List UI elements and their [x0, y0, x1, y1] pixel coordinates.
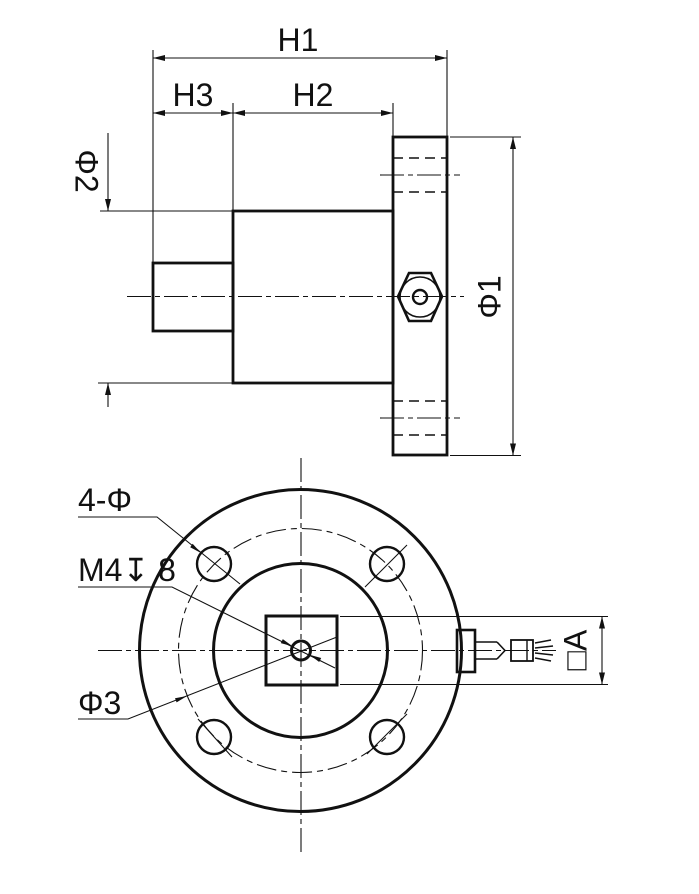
- side-view: H1 H3 H2 Φ2 Φ1: [69, 22, 521, 457]
- connector-nut-front: [455, 628, 477, 674]
- dim-label-d2: Φ2: [69, 149, 105, 192]
- flange-outer-circle: [138, 488, 463, 813]
- dim-label-square: □A: [557, 629, 593, 670]
- front-view-centerlines: [98, 458, 556, 852]
- nut-chamfer-circle: [399, 276, 441, 318]
- dim-label-d1: Φ1: [471, 275, 507, 318]
- arrowhead: [190, 543, 201, 553]
- bolt-hole-top-left: [195, 545, 233, 583]
- callout-hole-count: 4-Φ: [78, 482, 132, 518]
- square-dimension: [340, 615, 608, 686]
- cable-connector-front: [455, 628, 554, 674]
- body-circle: [212, 562, 389, 739]
- leader-hole-callout: [78, 516, 241, 585]
- dim-label-d3: Φ3: [78, 685, 121, 721]
- leader-arrowheads: [175, 543, 322, 703]
- side-view-dimensions: [98, 50, 521, 457]
- connector-stem: [475, 641, 506, 660]
- thread-mark: [364, 544, 408, 588]
- center-tapped-hole: [290, 639, 312, 662]
- thread-mark: [366, 713, 408, 755]
- bolt-hole-bottom-left: [195, 718, 233, 756]
- bolt-hole-bottom-right: [368, 718, 406, 756]
- front-view: 4-Φ M4↧ 8 Φ3 □A: [78, 458, 608, 852]
- square-drive-outline: [264, 614, 339, 687]
- dim-label-h1: H1: [278, 22, 319, 58]
- callout-thread-depth: M4↧ 8: [78, 552, 176, 588]
- front-view-labels: 4-Φ M4↧ 8 Φ3 □A: [78, 482, 593, 721]
- hex-nut-outline: [396, 271, 444, 323]
- leader-bolt-circle: [78, 636, 338, 720]
- connector-nut-side: [396, 271, 444, 323]
- leaders: [78, 516, 338, 720]
- side-view-outline: [151, 135, 449, 457]
- bolt-circle: [177, 527, 424, 774]
- arrowhead: [280, 639, 293, 647]
- bolt-hole-thread-marks: [197, 544, 408, 758]
- arrowhead: [309, 654, 322, 662]
- side-view-dim-labels: H1 H3 H2 Φ2 Φ1: [69, 22, 508, 319]
- flange-outline: [391, 135, 449, 457]
- dim-label-h2: H2: [293, 77, 334, 113]
- arrowhead: [175, 696, 187, 703]
- cable-sleeve: [510, 639, 534, 662]
- cable-wires: [534, 639, 554, 662]
- flange-hidden-hole-lines: [393, 157, 447, 436]
- thread-mark: [197, 718, 233, 758]
- bolt-holes: [195, 545, 406, 756]
- leader-thread-callout: [78, 586, 336, 669]
- bolt-hole-top-right: [368, 545, 406, 583]
- dim-label-h3: H3: [173, 77, 214, 113]
- nut-center-hole: [411, 288, 429, 306]
